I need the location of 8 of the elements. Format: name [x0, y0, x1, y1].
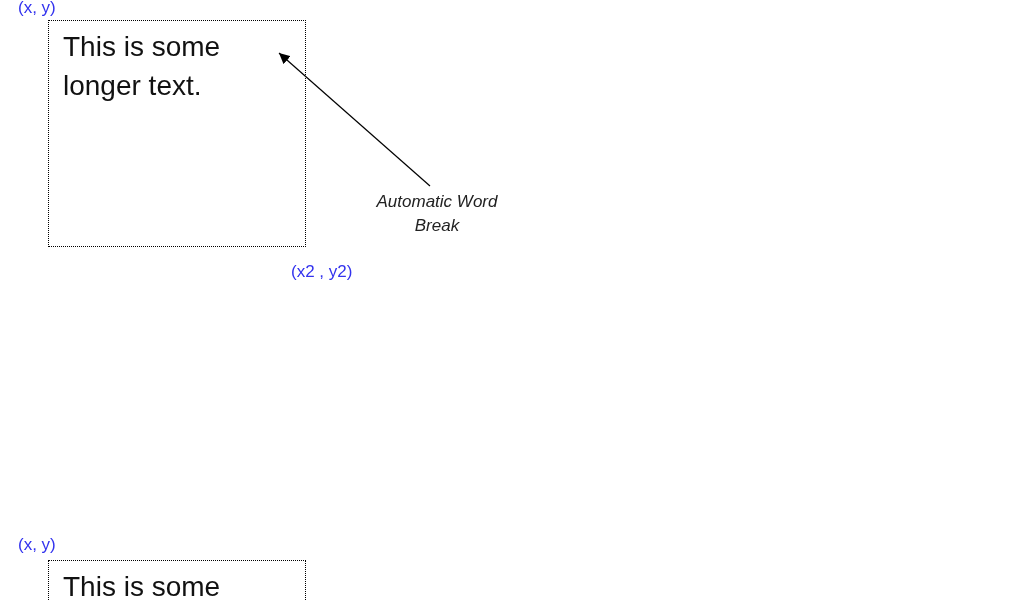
coordinate-label: (x, y) [18, 535, 56, 555]
box-text: This is some [63, 570, 222, 600]
text-box [48, 20, 306, 247]
box-text: This is some longer text. [63, 30, 222, 103]
annotation-text: Automatic Word Break [376, 192, 498, 235]
coordinate-label: (x, y) [18, 0, 56, 18]
arrow [278, 52, 431, 187]
coordinate-label: (x2 , y2) [291, 262, 353, 282]
